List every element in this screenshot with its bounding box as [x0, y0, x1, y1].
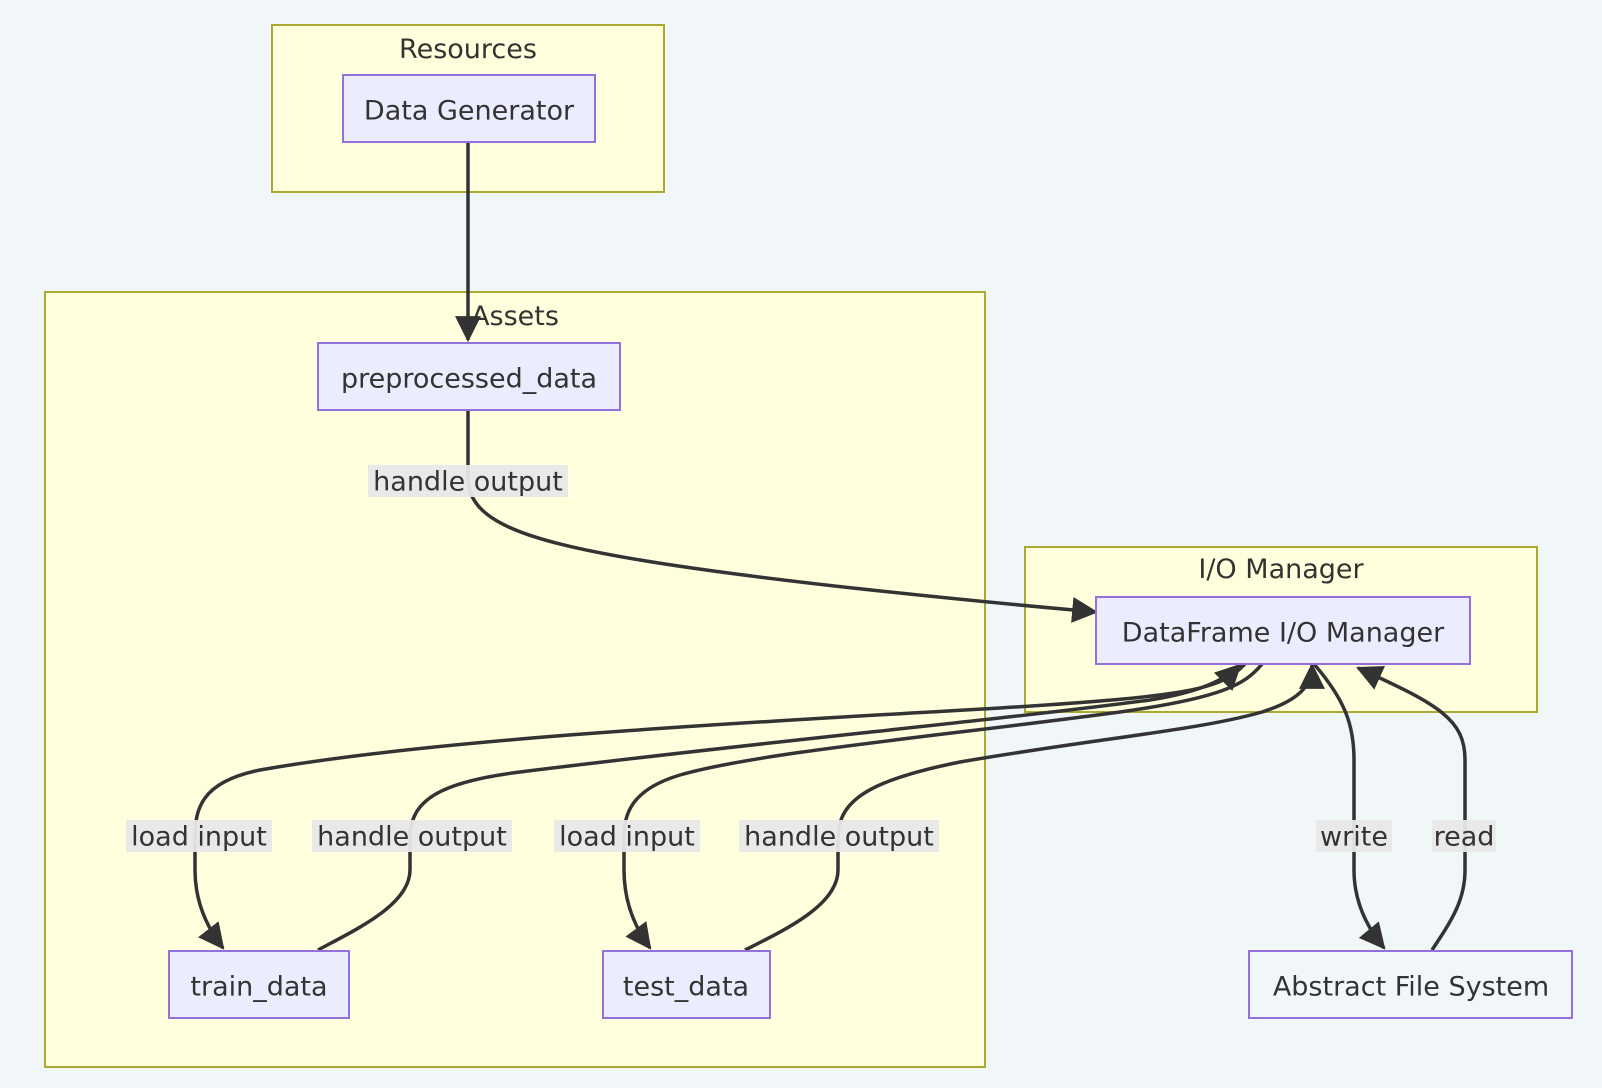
cluster-title-io-manager: I/O Manager: [1198, 554, 1364, 585]
edge-label-train-handle-output: handle output: [312, 820, 512, 853]
edge-io-manager-to-train[interactable]: [193, 662, 1247, 950]
svg-text:handle output: handle output: [744, 822, 934, 853]
node-preprocessed-data[interactable]: preprocessed_data: [317, 342, 621, 411]
edge-label-test-load-input: load input: [554, 820, 700, 853]
edge-label-write: write: [1316, 820, 1392, 853]
svg-text:preprocessed_data: preprocessed_data: [341, 364, 597, 395]
edge-preprocessed-to-io-manager[interactable]: [466, 410, 1099, 623]
svg-text:load input: load input: [559, 822, 695, 853]
node-data-generator[interactable]: Data Generator: [342, 74, 596, 143]
node-test-data[interactable]: test_data: [602, 950, 771, 1019]
edge-label-preprocessed-handle-output: handle output: [368, 465, 568, 498]
cluster-title-resources: Resources: [399, 34, 537, 65]
svg-text:handle output: handle output: [373, 467, 563, 498]
svg-text:handle output: handle output: [317, 822, 507, 853]
svg-text:Data Generator: Data Generator: [364, 96, 575, 127]
edge-file-system-to-io-manager[interactable]: [1356, 665, 1467, 951]
svg-text:write: write: [1320, 822, 1388, 853]
svg-text:read: read: [1434, 822, 1495, 853]
node-dataframe-io-manager[interactable]: DataFrame I/O Manager: [1095, 596, 1471, 665]
edge-io-manager-to-test[interactable]: [622, 662, 1264, 950]
node-train-data[interactable]: train_data: [168, 950, 350, 1019]
edge-label-test-handle-output: handle output: [739, 820, 939, 853]
cluster-title-assets: Assets: [471, 301, 559, 332]
edge-label-read: read: [1432, 820, 1496, 853]
edge-io-manager-to-file-system[interactable]: [1312, 662, 1386, 950]
cluster-assets: Assets: [44, 291, 986, 1068]
node-abstract-file-system[interactable]: Abstract File System: [1248, 950, 1573, 1019]
edges: [193, 142, 1467, 952]
svg-text:load input: load input: [131, 822, 267, 853]
svg-text:test_data: test_data: [623, 972, 749, 1003]
edge-label-train-load-input: load input: [126, 820, 272, 853]
edge-test-to-io-manager[interactable]: [744, 662, 1325, 952]
svg-text:train_data: train_data: [190, 972, 327, 1003]
edge-train-to-io-manager[interactable]: [317, 663, 1242, 952]
svg-text:Abstract File System: Abstract File System: [1273, 972, 1549, 1003]
svg-text:DataFrame I/O Manager: DataFrame I/O Manager: [1122, 618, 1445, 649]
